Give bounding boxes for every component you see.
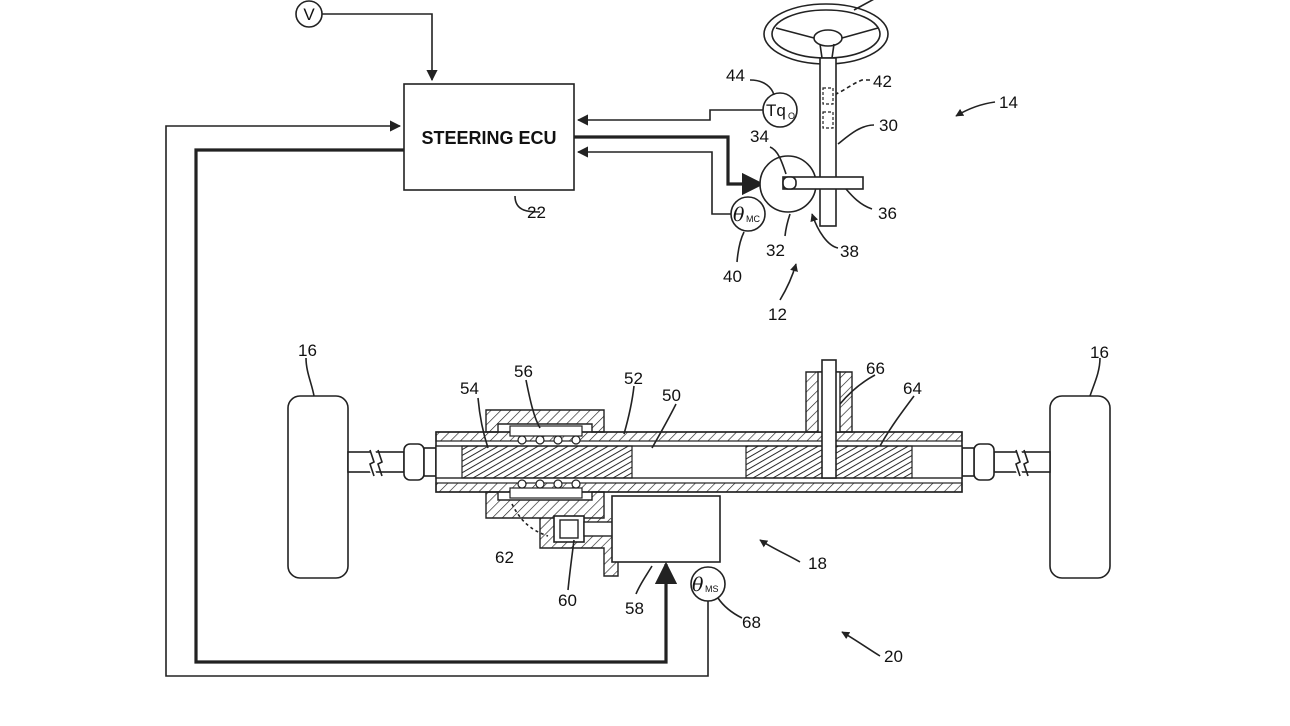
ref-50: 50 — [662, 386, 681, 405]
ref-22: 22 — [527, 203, 546, 222]
tie-rod-right — [961, 443, 1051, 481]
ref-56: 56 — [514, 362, 533, 381]
rack-and-pinion — [745, 359, 913, 479]
vehicle-speed-sensor: V — [295, 0, 323, 28]
ref-64: 64 — [903, 379, 922, 398]
ref-12: 12 — [768, 305, 787, 324]
ref-36: 36 — [878, 204, 897, 223]
angle-sensor-mc: θ MC — [730, 196, 766, 232]
ref-60: 60 — [558, 591, 577, 610]
ref-52: 52 — [624, 369, 643, 388]
ref-58: 58 — [625, 599, 644, 618]
ref-40: 40 — [723, 267, 742, 286]
speed-sensor-label: V — [303, 5, 315, 24]
ref-16-right: 16 — [1090, 343, 1109, 362]
ref-label: MC — [746, 214, 760, 224]
ref-18: 18 — [808, 554, 827, 573]
ball-screw — [461, 445, 633, 479]
reaction-motor — [759, 155, 864, 213]
ref-34: 34 — [750, 127, 769, 146]
belt-drive — [511, 503, 619, 577]
ref-20: 20 — [884, 647, 903, 666]
ref-label: O — [788, 111, 795, 121]
ref-54: 54 — [460, 379, 479, 398]
torque-sensor: Tq O — [762, 92, 798, 128]
steering-column — [819, 57, 837, 227]
ref-68: 68 — [742, 613, 761, 632]
ref-32: 32 — [766, 241, 785, 260]
ref-38: 38 — [840, 242, 859, 261]
steering-wheel — [763, 0, 889, 65]
ref-label: θ — [692, 574, 704, 596]
ref-label: MS — [705, 584, 719, 594]
left-wheel — [287, 395, 349, 579]
angle-sensor-ms: θ MS — [690, 566, 726, 602]
steering-ecu: STEERING ECU — [403, 83, 575, 191]
ref-16-left: 16 — [298, 341, 317, 360]
ref-14: 14 — [999, 93, 1018, 112]
ref-66: 66 — [866, 359, 885, 378]
tie-rod-left — [347, 443, 437, 481]
ref-label: Tq — [766, 101, 786, 120]
ref-label: θ — [733, 204, 745, 226]
ref-30: 30 — [879, 116, 898, 135]
ref-44: 44 — [726, 66, 745, 85]
steering-motor — [611, 495, 721, 563]
ref-42: 42 — [873, 72, 892, 91]
right-wheel — [1049, 395, 1111, 579]
ref-62: 62 — [495, 548, 514, 567]
ecu-label: STEERING ECU — [421, 128, 556, 148]
